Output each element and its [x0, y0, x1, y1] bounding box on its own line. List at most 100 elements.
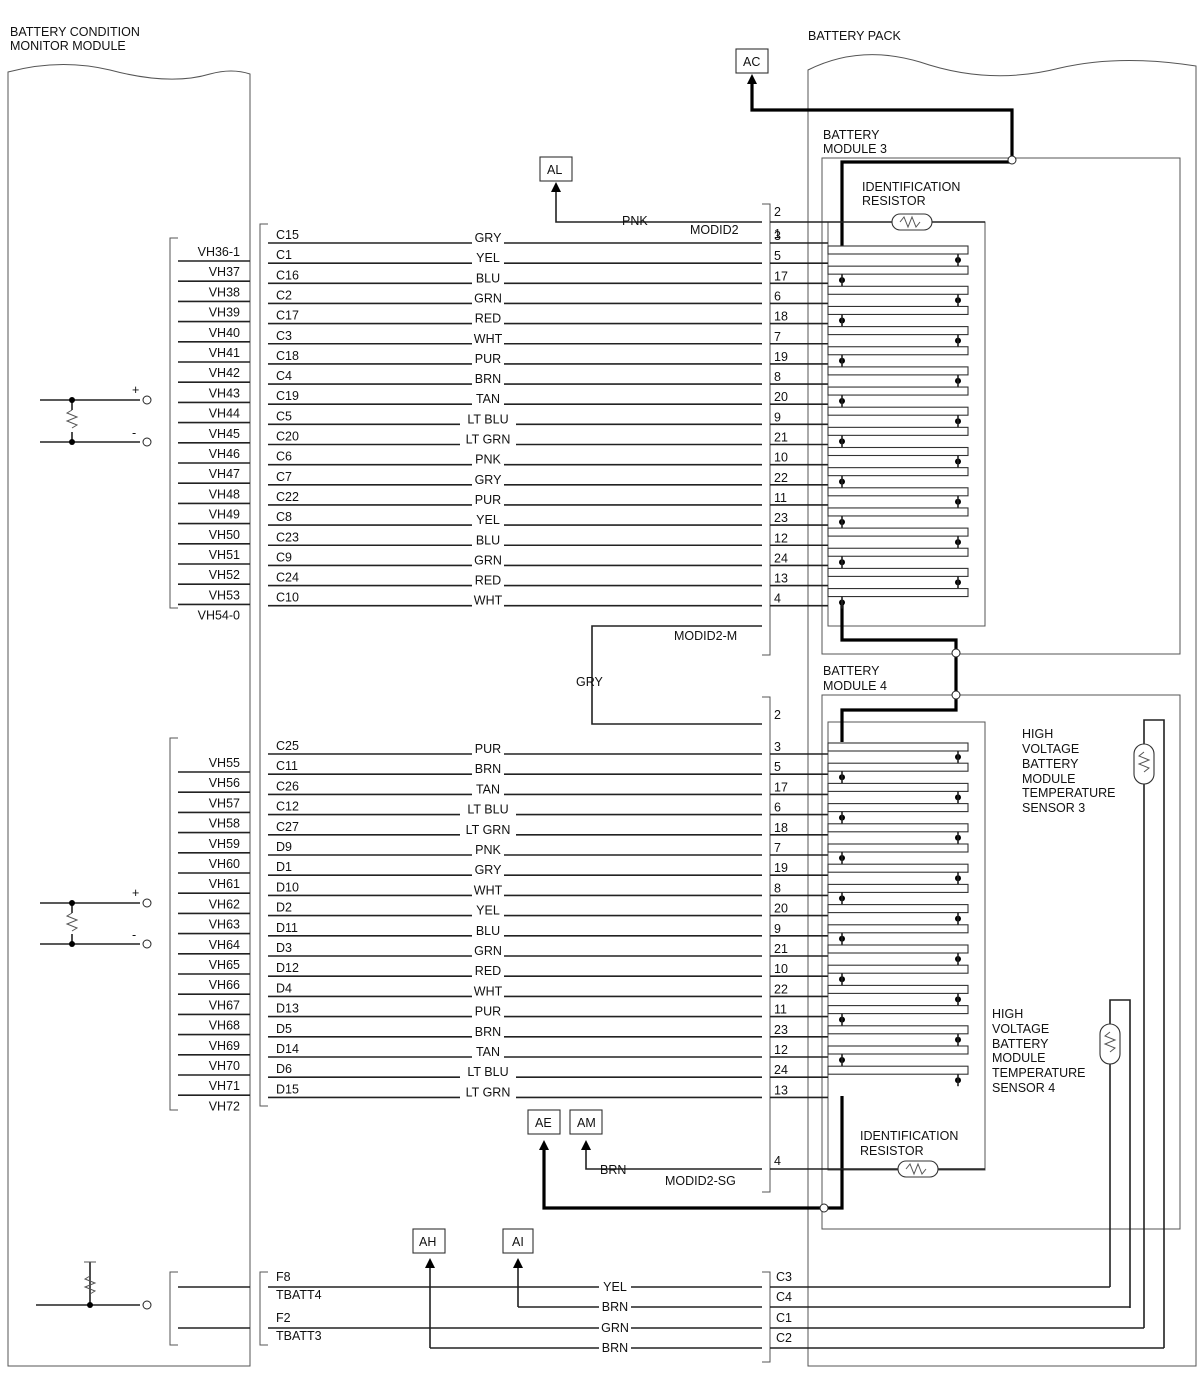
module3-cell-icon [827, 245, 969, 255]
module3-cell-icon [827, 587, 969, 598]
module4-wire-color: LT BLU [467, 803, 508, 817]
module3-vh-label: VH51 [209, 548, 240, 562]
module3-pin-label: C18 [276, 349, 299, 363]
temp-wire-color: YEL [603, 1280, 627, 1294]
module4-wire-color-bg [472, 883, 504, 898]
module4-vh-label: VH56 [209, 776, 240, 790]
module3-vh-label: VH45 [209, 427, 240, 441]
battery-pack-outline [807, 54, 1197, 1367]
connector-box-al [539, 156, 573, 182]
module3-connector-pin: 18 [774, 310, 788, 324]
module3-vh-label: VH40 [209, 326, 240, 340]
module4-vh-label: VH61 [209, 877, 240, 891]
connector-box-ai [502, 1228, 534, 1254]
sensor4-loop-wire [1109, 999, 1131, 1308]
ai-arrow [513, 1258, 523, 1268]
module3-connector-pin: 12 [774, 531, 788, 545]
module4-pin-label: D1 [276, 860, 292, 874]
temp-wire-color: GRN [601, 1321, 629, 1335]
ae-thick-wire [542, 1096, 844, 1210]
module3-cell-icon [827, 265, 969, 275]
module4-vh-label: VH64 [209, 938, 240, 952]
module4-vh-label: VH72 [209, 1099, 240, 1113]
module4-pin-label: C27 [276, 820, 299, 834]
module4-id-resistor-line1: IDENTIFICATION [860, 1129, 958, 1143]
module4-wire-color-bg [472, 923, 504, 938]
bcm-brace-temp [169, 1271, 178, 1346]
upper-minus-sign: - [132, 426, 136, 440]
module3-wire-color-bg [472, 513, 504, 528]
module4-wire-rows: VH55VH56VH57VH58VH59VH60VH61VH62VH63VH64… [178, 739, 969, 1113]
module3-pin-2: 2 [774, 205, 781, 219]
sensor3-loop-wire [1143, 719, 1165, 1348]
module4-cell-icon [827, 782, 969, 792]
module3-wire-color: LT BLU [467, 412, 508, 426]
bcm-temp-bracket [259, 1271, 268, 1346]
ae-arrow [539, 1140, 549, 1150]
module4-wire-color: TAN [476, 1045, 500, 1059]
module4-wire-color-bg [472, 1045, 504, 1059]
module3-cell-icon [827, 346, 969, 356]
module3-wire-color: YEL [476, 513, 500, 527]
module4-cell-icon [827, 964, 969, 974]
battery-pack-title: BATTERY PACK [808, 29, 902, 43]
module4-pin-2: 2 [774, 708, 781, 722]
module4-pin-label: D13 [276, 1002, 299, 1016]
module3-pin-label: C22 [276, 490, 299, 504]
module4-wire-color-bg [460, 1065, 516, 1080]
module4-connector-pin: 5 [774, 760, 781, 774]
module4-pin-label: D10 [276, 880, 299, 894]
ac-junction [1007, 155, 1017, 165]
bcm-title-line1: BATTERY CONDITION [10, 25, 140, 39]
module3-vh-label: VH49 [209, 508, 240, 522]
module4-vh-label: VH68 [209, 1019, 240, 1033]
module3-wire-color: TAN [476, 392, 500, 406]
module3-cell-icon [827, 285, 969, 295]
module4-wire-color-bg [472, 1024, 504, 1039]
module4-vh-label: VH70 [209, 1059, 240, 1073]
module4-wire-color-bg [472, 762, 504, 777]
module4-wire-color: YEL [476, 904, 500, 918]
module3-cell-icon [827, 527, 969, 537]
module3-wire-color: BRN [475, 372, 501, 386]
connector-label-ac: AC [743, 55, 760, 69]
module4-title-line2: MODULE 4 [823, 679, 887, 693]
module3-wire-color: GRN [474, 291, 502, 305]
module3-pin-label: C4 [276, 369, 292, 383]
modid2sg-label: MODID2-SG [665, 1174, 736, 1188]
module4-connector-pin: 18 [774, 821, 788, 835]
module4-cell-icon [827, 904, 969, 914]
module3-wire-color-bg [472, 472, 504, 487]
ah-arrow [425, 1258, 435, 1268]
module4-pin-label: D9 [276, 840, 292, 854]
module3-pin-label: C24 [276, 571, 299, 585]
bcm-sense-symbol-upper [40, 395, 152, 447]
modid2-label: MODID2 [690, 223, 739, 237]
module3-pin-label: C6 [276, 450, 292, 464]
sensor4-thermistor-icon [1099, 1023, 1121, 1065]
module4-cell-icon [827, 843, 969, 853]
module3-cell-icon [827, 366, 969, 376]
module3-vh-label: VH54-0 [198, 609, 240, 623]
module3-pin-label: C8 [276, 510, 292, 524]
module3-connector-pin: 5 [774, 249, 781, 263]
sensor4-label-line: TEMPERATURE [992, 1066, 1086, 1080]
module3-wire-color-bg [472, 573, 504, 588]
module4-vh-label: VH55 [209, 756, 240, 770]
module3-wire-color-bg [472, 553, 504, 568]
module4-wire-color: PNK [475, 843, 501, 857]
module3-pin-1: 1 [774, 227, 781, 241]
module4-vh-label: VH59 [209, 837, 240, 851]
module4-wire-color: BRN [475, 1025, 501, 1039]
module3-connector [762, 203, 771, 656]
module4-pin-label: D15 [276, 1082, 299, 1096]
module4-connector-pin: 6 [774, 801, 781, 815]
temp-pin-label: F2 [276, 1311, 291, 1325]
module3-title-line1: BATTERY [823, 128, 880, 142]
module3-pin-label: C20 [276, 430, 299, 444]
module3-cell-icon [827, 487, 969, 497]
module3-wire-color: RED [475, 312, 501, 326]
module3-connector-pin: 8 [774, 370, 781, 384]
